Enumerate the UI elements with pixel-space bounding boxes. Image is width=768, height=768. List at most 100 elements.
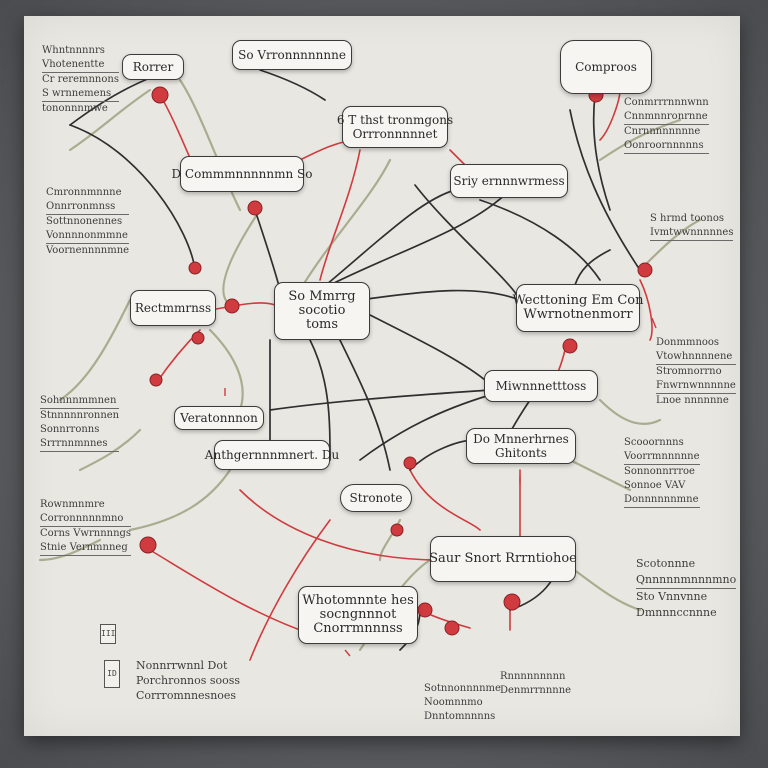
accent-wire	[639, 279, 653, 341]
main-wire	[569, 109, 641, 271]
node-label: So Vrronnnnnnne	[238, 48, 346, 62]
pin	[417, 602, 433, 618]
pin	[188, 261, 202, 275]
note-bottom-left: Nonnrrwnnl Dot Porchronnos sooss Corrrom…	[136, 659, 241, 702]
main-wire	[479, 199, 601, 281]
note-right-1: S hrmd toonos Ivmtwwnnnnnes	[650, 212, 734, 241]
node-label-line-1: Wecttoning Em Con	[512, 293, 644, 308]
node-central-mmrrg[interactable]: So Mmrrg socotio toms	[274, 282, 370, 340]
node-rectmmrnss[interactable]: Rectmmrnss	[130, 290, 216, 326]
node-label-line-1: Whotomnnte hes	[302, 593, 414, 608]
secondary-wire	[298, 158, 392, 292]
node-label: Stronote	[349, 491, 403, 505]
pin	[224, 298, 240, 314]
node-label-line-2: Wwrnotnenmorr	[523, 307, 633, 322]
sticky-tag: ID	[104, 660, 120, 688]
node-label: Comproos	[575, 60, 637, 74]
main-wire	[329, 189, 511, 286]
main-wire	[69, 124, 196, 271]
accent-wire	[249, 519, 331, 661]
node-label: Anthgernnnmnert. Du	[204, 448, 340, 462]
main-wire	[592, 94, 611, 211]
main-wire	[574, 249, 611, 286]
node-rrrntiohoe[interactable]: Saur Snort Rrrntiohoe	[429, 536, 577, 582]
note-bottom-center: Sotnnonnnnme Noomnnmo Dnntomnnnns	[424, 683, 501, 722]
node-anthgernnnmnert[interactable]: Anthgernnnmnert. Du	[205, 440, 339, 470]
main-wire	[259, 69, 326, 101]
node-comproos[interactable]: Comproos	[560, 40, 652, 94]
node-label: Sriy ernnnwrmess	[453, 174, 565, 188]
node-label-line-2: socngnnnot	[319, 607, 397, 622]
secondary-wire	[38, 538, 102, 562]
tick	[344, 649, 351, 657]
accent-wire	[239, 489, 441, 561]
note-top-left: Whntnnnnrs Vhotenentte Cr reremnnons S w…	[42, 45, 119, 114]
node-rorrer[interactable]: Rorrer	[122, 54, 184, 80]
secondary-wire	[58, 298, 132, 402]
node-label: Veratonnnon	[180, 411, 258, 425]
node-veratonnnon[interactable]: Veratonnnon	[174, 406, 264, 430]
note-mid-left: Cmronnmnnne Onnrronmnss Sottnnonennes Vo…	[46, 187, 130, 256]
secondary-wire	[178, 78, 242, 212]
node-label: Rectmmrnss	[134, 301, 212, 315]
node-label: Miwnnnetttoss	[495, 379, 587, 393]
node-label-line-2: socotio	[298, 303, 346, 318]
secondary-wire	[208, 328, 244, 412]
node-stronote[interactable]: Stronote	[340, 484, 412, 512]
secondary-wire	[128, 468, 232, 532]
pin	[191, 331, 205, 345]
node-mnnerhrnes[interactable]: Do Mnnerhrnes Ghitonts	[466, 428, 576, 464]
secondary-wire	[78, 428, 142, 472]
node-wecttoning[interactable]: Wecttoning Em Con Wwrnotnenmorr	[513, 284, 644, 332]
note-right-4: Scotonnne Qnnnnnmnnnmno Sto Vnnvnne Dmnn…	[636, 557, 737, 619]
node-label-line-1: 6 T thst tronmgons	[336, 113, 454, 127]
node-whotomnnte[interactable]: Whotomnnte hes socngnnnot Cnorrmnnnss	[298, 586, 418, 644]
node-label: Saur Snort Rrrntiohoe	[429, 551, 577, 566]
sticky-tag: III	[100, 624, 116, 644]
node-label-line-3: toms	[305, 317, 339, 332]
node-tronmgons[interactable]: 6 T thst tronmgons Orrronnnnnet	[337, 106, 453, 148]
pin	[151, 86, 169, 104]
note-right-3: Scooornnns Voorrmnnnnne Sonnonnrrroe Son…	[624, 436, 700, 508]
secondary-wire	[598, 118, 682, 162]
node-label: D Commmnnnnnmn So	[171, 167, 313, 181]
main-wire	[254, 209, 281, 291]
note-top-right: Conmrrrnnnwnn Cnnmnnronrnne Cnrnnnnnnnne…	[624, 96, 709, 154]
node-label-line-1: So Mmrrg	[288, 289, 356, 304]
node-ernnnwrmess[interactable]: Sriy ernnnwrmess	[450, 164, 568, 198]
pin	[444, 620, 460, 636]
note-left-3: Rownmnmre Corronnnnnmno Corns Vwrnnnngs …	[40, 498, 132, 556]
node-label-line-2: Ghitonts	[495, 446, 547, 460]
pin	[637, 262, 653, 278]
accent-wire	[319, 149, 361, 281]
accent-wire	[209, 302, 276, 311]
main-wire	[319, 189, 456, 291]
pin	[503, 593, 521, 611]
pin	[562, 338, 578, 354]
main-wire	[414, 184, 521, 301]
secondary-wire	[598, 398, 662, 425]
pin	[149, 373, 163, 387]
note-right-2: Donmmnoos Vtowhnnnnene Stromnorrno Fnwrn…	[656, 337, 736, 406]
pin	[247, 200, 263, 216]
main-wire	[359, 394, 491, 461]
secondary-wire	[222, 208, 262, 307]
node-commmnnnnnmn[interactable]: D Commmnnnnnmn So	[172, 156, 313, 192]
main-wire	[359, 309, 486, 381]
main-wire	[309, 339, 331, 461]
secondary-wire	[568, 458, 632, 492]
note-left-2: Sohnnnmmnen Stnnnnnronnen Sonnrronns Srr…	[40, 394, 120, 452]
node-label-line-1: Do Mnnerhrnes	[473, 432, 569, 446]
pin	[139, 536, 157, 554]
node-miwnnnetttoss[interactable]: Miwnnnetttoss	[484, 370, 598, 402]
node-label-line-3: Cnorrmnnnss	[313, 621, 403, 636]
pin	[390, 523, 404, 537]
node-label: Rorrer	[132, 60, 174, 74]
node-vrronnnnnnne[interactable]: So Vrronnnnnnne	[232, 40, 352, 70]
node-label-line-2: Orrronnnnnet	[352, 127, 438, 141]
tick	[651, 317, 657, 329]
main-wire	[359, 289, 521, 301]
secondary-wire	[68, 88, 152, 152]
note-bottom-right: Rnnnnnnnnn Denmrrnnnne	[500, 671, 572, 696]
accent-wire	[409, 469, 481, 531]
